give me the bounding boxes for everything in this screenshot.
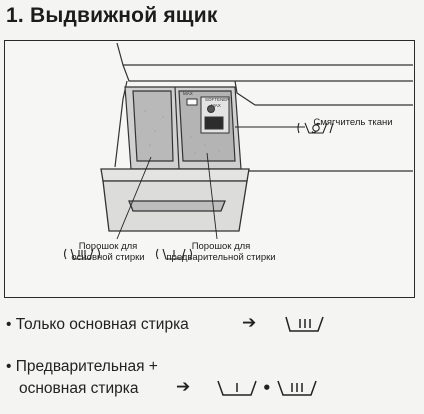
main-wash-callout: Порошок для основной стирки xyxy=(63,241,153,263)
svg-text:MAX: MAX xyxy=(211,103,221,108)
main-wash-label-2: основной стирки xyxy=(71,252,145,263)
prewash-callout: Порошок для предварительной стирки xyxy=(155,241,287,263)
plus-dot: • xyxy=(262,379,272,397)
prewash-label-1: Порошок для xyxy=(191,241,251,252)
section-title: 1. Выдвижной ящик xyxy=(6,4,218,27)
arrow-icon: ➔ xyxy=(242,313,257,333)
arrow-icon: ➔ xyxy=(176,377,191,397)
instruction-prewash-line2: основная стирка xyxy=(19,380,139,397)
svg-text:SOFTENER: SOFTENER xyxy=(205,97,230,102)
prewash-label-2: предварительной стирки xyxy=(166,252,276,263)
drawer-illustration: MAX SOFTENER MAX xyxy=(100,42,413,240)
svg-text:MAX: MAX xyxy=(183,91,193,96)
instruction-prewash-line1: • Предварительная + xyxy=(6,358,158,375)
detergent-drawer-diagram: MAX SOFTENER MAX Смягчитель ткани xyxy=(4,40,415,298)
main-wash-tub-icon xyxy=(277,380,317,396)
softener-callout: Смягчитель ткани xyxy=(297,117,409,134)
main-wash-tub-icon xyxy=(63,248,101,260)
softener-flower-icon xyxy=(297,122,334,134)
main-wash-tub-icon xyxy=(285,316,324,332)
prewash-tub-icon xyxy=(155,248,193,260)
softener-label: Смягчитель ткани xyxy=(313,117,393,128)
prewash-tub-icon xyxy=(217,380,257,396)
instruction-main-wash-only: • Только основная стирка xyxy=(6,316,189,333)
main-wash-label-1: Порошок для xyxy=(78,241,138,252)
